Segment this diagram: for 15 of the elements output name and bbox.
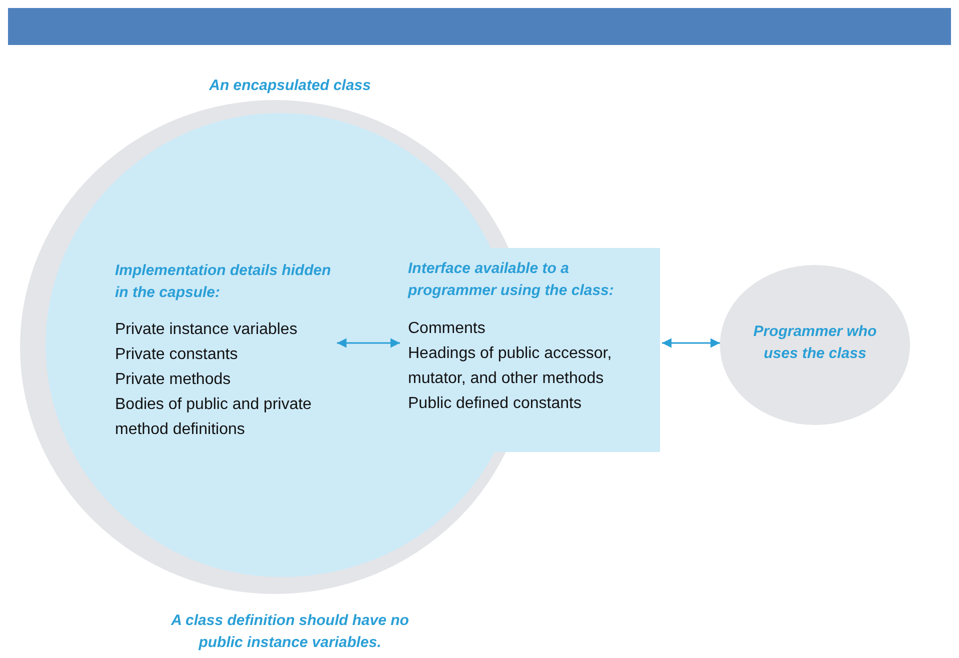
note-text: A class definition should have no public instance variables. [170,611,410,653]
list-item-text: Comments [408,319,486,339]
double-arrow [337,338,400,348]
heading-text: Programmer who uses the class [752,322,878,364]
heading-text: An encapsulated class [208,76,372,96]
heading-text: Implementation details hidden in the capsule: [115,261,332,303]
list-item-text: Headings of public accessor, mutator, and other methods [408,344,613,389]
list-item-text: Private instance variables [115,320,298,340]
title-bar [8,8,951,45]
list-item-text: Public defined constants [408,394,582,414]
double-arrow [662,338,720,348]
list-item-text: Private methods [115,370,232,390]
heading-text: Interface available to a programmer using the class: [408,259,615,301]
list-item-text: Bodies of public and private method definitions [115,395,313,440]
list-item-text: Private constants [115,345,239,365]
